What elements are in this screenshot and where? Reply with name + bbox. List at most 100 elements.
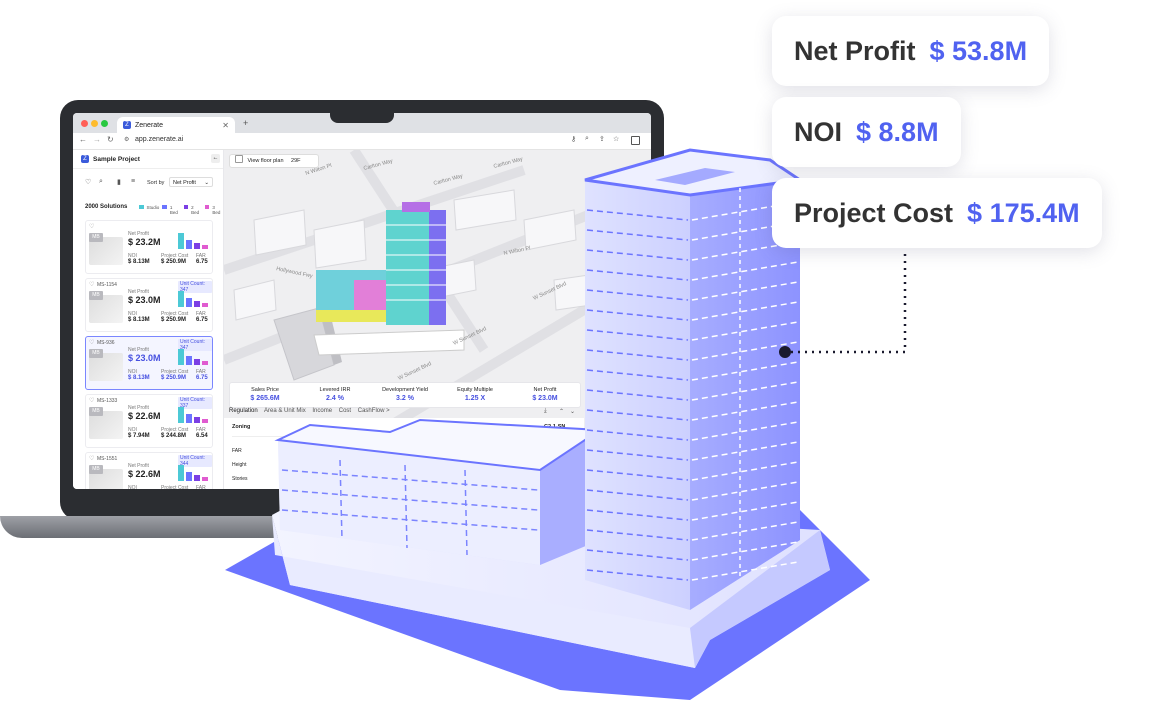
far-value: 6.75 [196, 259, 208, 265]
project-name: Sample Project [93, 156, 140, 163]
heart-icon[interactable]: ♡ [89, 282, 95, 288]
heart-icon[interactable]: ♡ [89, 224, 95, 230]
callout-noi: NOI $ 8.8M [772, 97, 961, 167]
tab-title: Zenerate [135, 121, 164, 129]
url-text[interactable]: app.zenerate.ai [135, 136, 184, 143]
map-3d-view[interactable]: W Sunset Blvd W Sunset Blvd Hollywood Fw… [224, 150, 651, 489]
heart-icon[interactable]: ♡ [85, 179, 92, 186]
key-icon[interactable]: ⚷ [571, 136, 577, 143]
detail-tabs: Regulation Area & Unit Mix Income Cost C… [229, 408, 579, 415]
unit-mix-mini-chart [178, 463, 208, 481]
callout-value: $ 53.8M [929, 35, 1028, 66]
unit-mix-mini-chart [178, 231, 208, 249]
legend-label: Studio [146, 205, 160, 210]
heart-icon[interactable]: ♡ [89, 340, 95, 346]
forward-icon[interactable]: → [93, 135, 101, 144]
tab-area-unit-mix[interactable]: Area & Unit Mix [264, 408, 306, 414]
unit-mix-bar [202, 245, 208, 249]
download-icon[interactable]: ⤓ [544, 408, 547, 414]
far-label: FAR [196, 311, 206, 317]
massing-podium-units [354, 280, 386, 310]
unit-mix-bar [194, 417, 200, 423]
building-block [313, 219, 367, 269]
floor-line [691, 441, 799, 461]
heart-icon[interactable]: ♡ [89, 456, 95, 462]
mb-badge: MB [89, 233, 103, 242]
search-icon[interactable]: ⌕ [99, 178, 103, 185]
project-cost-label: Project Cost [161, 311, 189, 317]
zoom-icon[interactable]: ⌕ [585, 135, 589, 142]
floor-line [586, 489, 689, 501]
floor-plan-toggle[interactable]: View floor plan 29F [229, 154, 319, 168]
collapse-sidebar-icon[interactable]: ← [211, 154, 220, 163]
minimize-window-icon[interactable] [91, 120, 98, 127]
noi-label: NOI [128, 427, 137, 433]
browser-tab-bar: Z Zenerate ✕ + [73, 113, 651, 133]
zenerate-logo-icon: Z [81, 155, 89, 163]
checkbox[interactable] [235, 155, 243, 163]
floor-line [691, 261, 799, 281]
expand-icon[interactable]: ⌄ [570, 409, 576, 415]
noi-label: NOI [128, 485, 137, 489]
floor-line [691, 201, 799, 221]
solutions-count: 2000 Solutions [85, 204, 128, 210]
collapse-icon[interactable]: ⌃ [559, 409, 565, 415]
browser-tab[interactable]: Z Zenerate ✕ [117, 117, 235, 133]
floor-line [586, 329, 689, 341]
net-profit-value: $ 22.6M [128, 469, 161, 479]
maximize-window-icon[interactable] [101, 120, 108, 127]
floor-line [691, 561, 799, 581]
address-bar: ← → ↻ ⚙ app.zenerate.ai ⚷ ⌕ ⇪ ☆ [73, 133, 651, 150]
unit-mix-bar [202, 361, 208, 365]
sort-value: Net Profit [173, 180, 196, 186]
unit-mix-bar [194, 301, 200, 307]
grid-line [404, 464, 408, 549]
new-tab-icon[interactable]: + [243, 118, 249, 128]
unit-mix-mini-chart [178, 347, 208, 365]
floor-value[interactable]: 29F [291, 158, 301, 164]
grid-line [464, 469, 468, 556]
close-tab-icon[interactable]: ✕ [222, 120, 229, 130]
close-window-icon[interactable] [81, 120, 88, 127]
unit-mix-bar [194, 359, 200, 365]
back-icon[interactable]: ← [79, 135, 87, 144]
share-icon[interactable]: ⇪ [599, 136, 605, 143]
far-value: 6.75 [196, 317, 208, 323]
building-block [233, 279, 277, 321]
grid-line [339, 459, 343, 541]
base-slab-front [272, 515, 695, 668]
solution-id: MS-1551 [97, 456, 118, 462]
tab-cost[interactable]: Cost [338, 408, 352, 414]
metric-sales-price: Sales Price$ 265.6M [250, 387, 280, 402]
callout-label: Net Profit [794, 35, 916, 66]
legend-swatch-3bed [204, 205, 210, 209]
noi-label: NOI [128, 369, 137, 375]
podium-roof [274, 418, 604, 472]
floor-line [586, 309, 689, 321]
net-profit-value: $ 22.6M [128, 411, 161, 421]
tab-regulation[interactable]: Regulation [229, 408, 258, 414]
site-settings-icon[interactable]: ⚙ [124, 137, 130, 143]
floor-line [691, 521, 799, 541]
net-profit-label: Net Profit [128, 463, 149, 469]
sort-select[interactable]: Net Profit ⌄ [169, 177, 213, 187]
sidebar-icon[interactable] [631, 136, 640, 145]
callout-project-cost: Project Cost $ 175.4M [772, 178, 1102, 248]
filter-icon[interactable]: ≡ [131, 178, 136, 185]
tab-income[interactable]: Income [312, 408, 333, 414]
tab-cashflow[interactable]: CashFlow > [357, 408, 390, 414]
bookmark-icon[interactable]: ☆ [613, 136, 620, 143]
reload-icon[interactable]: ↻ [107, 135, 114, 144]
project-cost-label: Project Cost [161, 427, 189, 433]
unit-mix-bar [202, 477, 208, 481]
heart-icon[interactable]: ♡ [89, 398, 95, 404]
chart-icon[interactable]: ▮ [117, 179, 121, 186]
metric-net-profit: Net Profit$ 23.0M [532, 387, 558, 402]
